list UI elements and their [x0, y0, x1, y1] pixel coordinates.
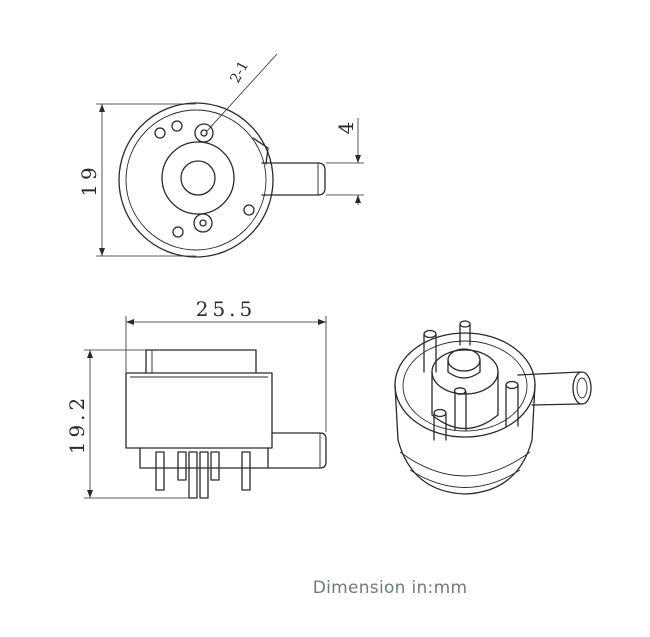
top-view-post-3	[243, 204, 255, 216]
top-view-pin-top-core	[200, 129, 208, 137]
iso-outlet-tube	[517, 371, 581, 406]
dim-19-2-arrow-bottom	[87, 490, 93, 498]
side-view-pin-2	[177, 451, 187, 481]
top-view-outer-ring	[118, 102, 274, 258]
side-view	[125, 349, 327, 499]
dim-4-arrow-top	[355, 155, 361, 163]
top-view-post-4	[172, 226, 184, 238]
callout-leader	[206, 53, 278, 132]
dim-25-5-label: 25.5	[196, 297, 257, 321]
top-view-bore	[180, 160, 216, 196]
side-view-cap	[145, 349, 257, 374]
top-view-boss	[161, 141, 235, 215]
iso-base-step	[409, 469, 521, 488]
side-view-pin-3	[188, 451, 198, 499]
iso-outlet-bore	[576, 377, 588, 399]
iso-pin-5	[505, 385, 519, 427]
iso-boss-top	[431, 349, 499, 395]
top-view-post-1	[154, 127, 166, 139]
iso-outlet-end	[572, 371, 592, 405]
dim-19-2-label: 19.2	[65, 394, 89, 455]
top-view-outlet-tube	[261, 162, 326, 196]
dim-19-arrow-bottom	[99, 248, 105, 256]
dim-tube-height: 4	[326, 118, 364, 205]
iso-pin-1	[423, 334, 437, 373]
iso-pin-1-top	[423, 329, 437, 339]
dim-side-height: 19.2	[65, 349, 189, 499]
iso-inner-rim	[402, 340, 528, 432]
dim-25-5-arrow-left	[126, 319, 134, 325]
iso-view	[394, 320, 592, 495]
iso-pin-4	[433, 413, 447, 441]
dim-19-label: 19	[77, 163, 101, 196]
top-view-pin-bottom	[193, 213, 213, 233]
dim-19-2-arrow-top	[87, 350, 93, 358]
top-view	[118, 102, 326, 258]
iso-boss-inner	[447, 348, 481, 372]
iso-pin-4-top	[433, 408, 447, 418]
iso-cylinder-side	[394, 384, 536, 495]
callout-label: 2-1	[227, 58, 252, 85]
dim-width: 25.5	[125, 297, 327, 432]
top-view-pin-top	[194, 123, 214, 143]
top-view-notch	[252, 137, 269, 165]
side-view-body	[125, 372, 273, 449]
top-view-pin-bottom-core	[199, 219, 207, 227]
iso-pin-3	[454, 391, 467, 431]
side-view-skirt	[139, 447, 269, 469]
iso-pin-3-top	[453, 387, 467, 395]
dim-4-arrow-bottom	[355, 195, 361, 203]
side-view-outlet-tube	[267, 432, 327, 469]
dim-25-5-arrow-right	[318, 319, 326, 325]
caption: Dimension in:mm	[312, 578, 468, 598]
dim-19-arrow-top	[99, 104, 105, 112]
iso-pin-2	[459, 324, 471, 346]
iso-boss-side	[431, 371, 499, 429]
side-view-pin-1	[155, 451, 165, 491]
side-view-pin-4	[199, 451, 209, 499]
iso-pin-2-top	[459, 320, 471, 328]
iso-base-line	[399, 451, 531, 477]
dim-4-label: 4	[334, 118, 358, 135]
iso-pin-5-top	[505, 380, 519, 390]
top-view-post-2	[171, 120, 183, 132]
side-view-pin-6	[241, 451, 251, 491]
top-view-inner-ring	[125, 109, 267, 251]
side-view-pin-5	[210, 451, 220, 481]
iso-boss-bore	[447, 359, 481, 379]
callout-2-1: 2-1	[206, 53, 278, 132]
dim-top-height: 19	[77, 103, 196, 257]
